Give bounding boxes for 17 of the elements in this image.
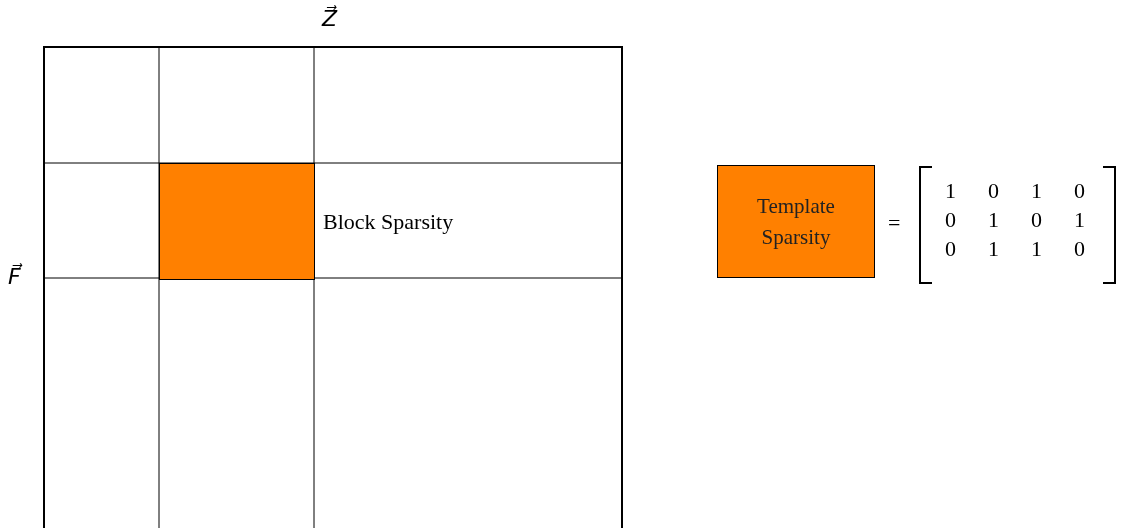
matrix-entry: 0 — [1074, 238, 1085, 260]
matrix-entry: 1 — [988, 209, 999, 231]
matrix-entry: 0 — [945, 209, 956, 231]
matrix-entry: 1 — [1074, 209, 1085, 231]
matrix-entry: 1 — [1031, 238, 1042, 260]
matrix-entry: 1 — [1031, 180, 1042, 202]
matrix-grid — [43, 46, 623, 528]
block-label: Block Sparsity — [323, 210, 454, 233]
matrix-entry: 0 — [988, 180, 999, 202]
matrix-entry: 1 — [988, 238, 999, 260]
template-box — [717, 165, 875, 278]
matrix-entry: 0 — [945, 238, 956, 260]
box-label: Template Sparsity — [756, 193, 836, 251]
matrix-entry: 1 — [945, 180, 956, 202]
matrix-entry: 0 — [1031, 209, 1042, 231]
equals-sign: = — [888, 212, 901, 234]
matrix-entry: 0 — [1074, 180, 1085, 202]
